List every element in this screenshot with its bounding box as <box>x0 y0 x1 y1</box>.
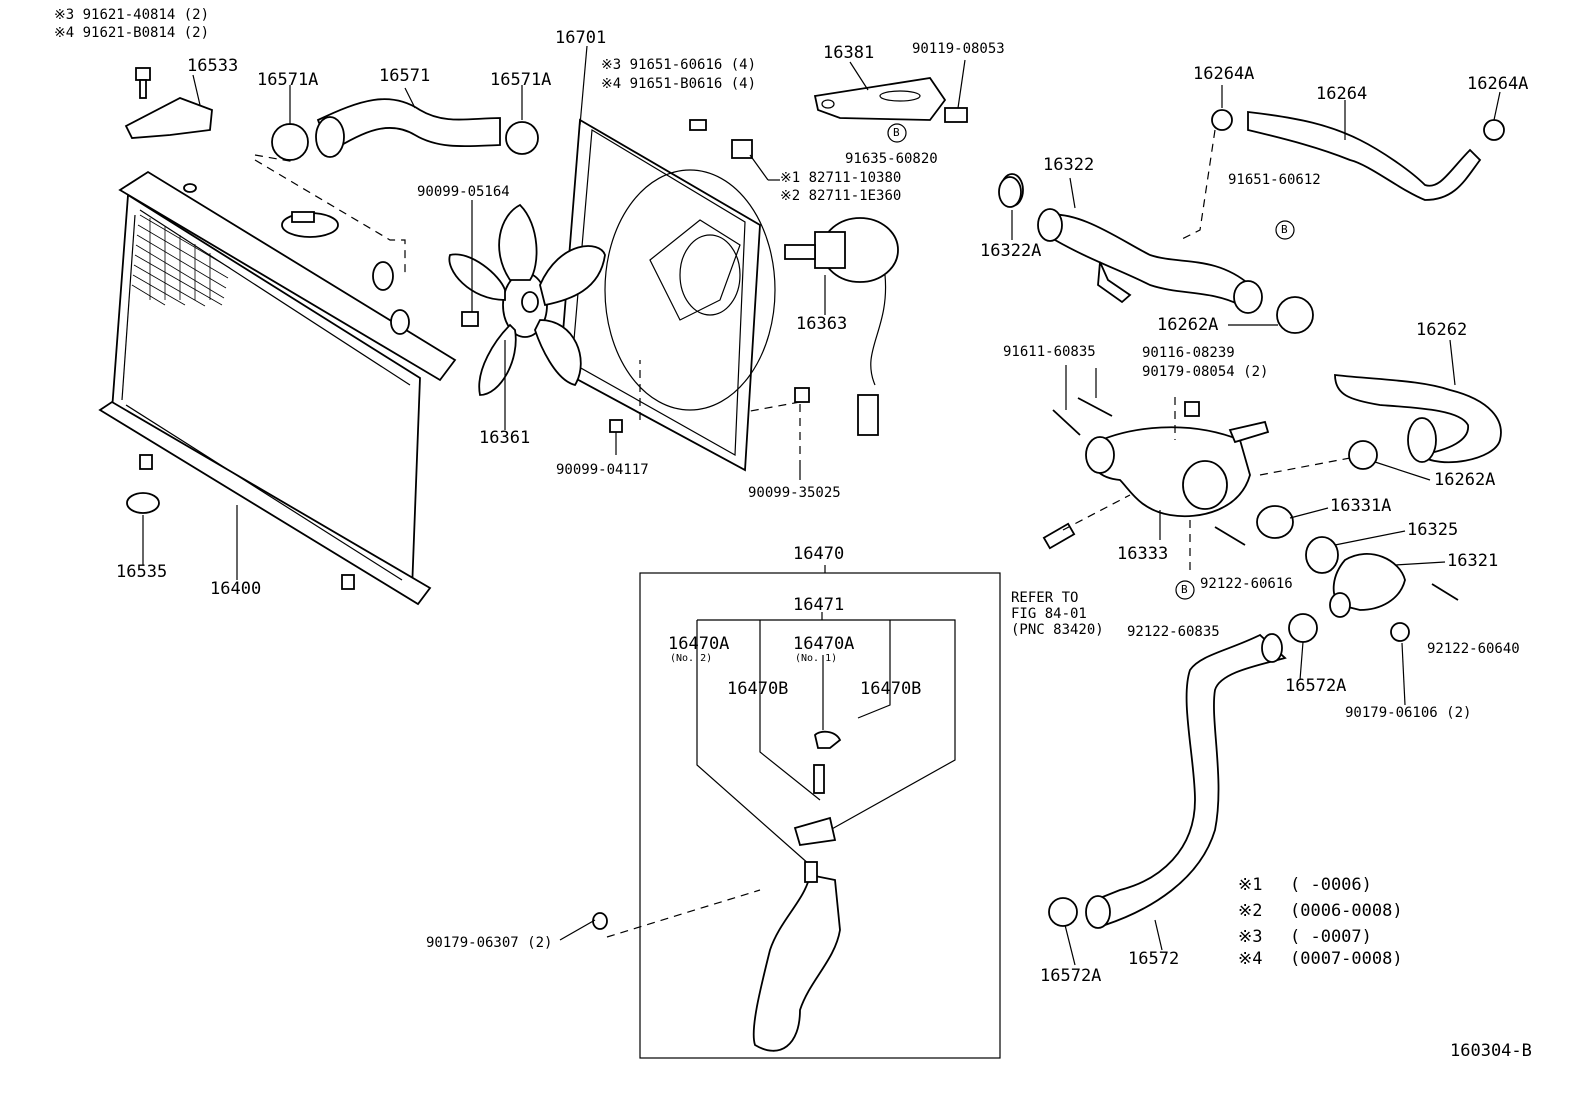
label-16321: 16321 <box>1447 551 1499 571</box>
clamp-16572a-top <box>1288 613 1318 643</box>
label-90179-06307: 90179-06307 (2) <box>426 935 553 951</box>
label-16325: 16325 <box>1407 520 1459 540</box>
label-16470a-no2: 16470A <box>668 634 730 654</box>
leader-lines <box>142 45 1501 966</box>
legend-mark-3: ※3 <box>1238 927 1263 947</box>
legend-range-4: (0007-0008) <box>1290 949 1403 969</box>
label-92122-60835: 92122-60835 <box>1127 624 1220 640</box>
label-90179-08054: 90179-08054 (2) <box>1142 364 1269 380</box>
label-91611-60835: 91611-60835 <box>1003 344 1096 360</box>
hose-16571-drawing <box>271 98 539 161</box>
label-16381: 16381 <box>823 43 875 63</box>
relay-82711 <box>731 139 753 159</box>
clamp-16572a-bottom <box>1048 897 1078 927</box>
label-refer-fig: FIG 84-01 <box>1011 606 1087 622</box>
bolt-marker-b-3: B <box>1181 583 1188 596</box>
fan-shroud-drawing <box>559 118 776 472</box>
label-16264a-left: 16264A <box>1193 64 1255 84</box>
label-16322a: 16322A <box>980 241 1042 261</box>
thermostat-16331a-drawing <box>1256 505 1294 539</box>
fan-motor-drawing <box>784 217 899 436</box>
legend-mark-4: ※4 <box>1238 949 1263 969</box>
label-16471: 16471 <box>793 595 845 615</box>
label-16572a-right: 16572A <box>1285 676 1347 696</box>
label-82711-10380: ※1 82711-10380 <box>780 170 902 186</box>
label-91621-b0814: ※4 91621-B0814 (2) <box>54 25 210 41</box>
label-refer-pnc: (PNC 83420) <box>1011 622 1104 638</box>
legend-range-3: ( -0007) <box>1290 927 1372 947</box>
label-82711-1e360: ※2 82711-1E360 <box>780 188 902 204</box>
legend-mark-1: ※1 <box>1238 875 1263 895</box>
pipe-16322-drawing <box>1000 173 1263 314</box>
bolt-marker-b-1: B <box>893 126 900 139</box>
label-16701: 16701 <box>555 28 607 48</box>
label-16262: 16262 <box>1416 320 1468 340</box>
label-16470a-no1: 16470A <box>793 634 855 654</box>
legend-range-1: ( -0006) <box>1290 875 1372 895</box>
label-92122-60640: 92122-60640 <box>1427 641 1520 657</box>
label-16533: 16533 <box>187 56 239 76</box>
bracket-16381-drawing <box>813 77 968 123</box>
label-92122-60616: 92122-60616 <box>1200 576 1293 592</box>
label-16572a-bottom: 16572A <box>1040 966 1102 986</box>
label-16331a: 16331A <box>1330 496 1392 516</box>
label-91651-60616: ※3 91651-60616 (4) <box>601 57 757 73</box>
legend-mark-2: ※2 <box>1238 901 1263 921</box>
bolt-marker-b-2: B <box>1281 223 1288 236</box>
label-16571: 16571 <box>379 66 431 86</box>
label-16535: 16535 <box>116 562 168 582</box>
label-91635-60820: 91635-60820 <box>845 151 938 167</box>
label-16400: 16400 <box>210 579 262 599</box>
bolt-marker-group <box>887 123 1295 600</box>
nut-90099-05164 <box>461 311 479 327</box>
label-refer-to: REFER TO <box>1011 590 1079 606</box>
label-16262a-top: 16262A <box>1157 315 1219 335</box>
label-no1: (No. 1) <box>795 653 838 664</box>
label-16363: 16363 <box>796 314 848 334</box>
label-no2: (No. 2) <box>670 653 713 664</box>
label-16470b-left: 16470B <box>727 679 789 699</box>
label-16470: 16470 <box>793 544 845 564</box>
label-16470b-right: 16470B <box>860 679 922 699</box>
sensor-drawing <box>1042 522 1076 550</box>
label-90116-08239: 90116-08239 <box>1142 345 1235 361</box>
bolt-91651 <box>689 119 707 131</box>
label-91651-60612: 91651-60612 <box>1228 172 1321 188</box>
nut-90179-06106 <box>1390 622 1410 642</box>
clamp-16262a-top <box>1276 296 1314 334</box>
label-90119-08053: 90119-08053 <box>912 41 1005 57</box>
label-90099-05164: 90099-05164 <box>417 184 510 200</box>
label-90099-04117: 90099-04117 <box>556 462 649 478</box>
clip-90099-35025 <box>794 387 810 403</box>
label-16262a-bottom: 16262A <box>1434 470 1496 490</box>
label-16333: 16333 <box>1117 544 1169 564</box>
clamp-16262a-bottom <box>1348 440 1378 470</box>
label-90099-35025: 90099-35025 <box>748 485 841 501</box>
label-16264: 16264 <box>1316 84 1368 104</box>
label-16571a-right: 16571A <box>490 70 552 90</box>
label-90179-06106: 90179-06106 (2) <box>1345 705 1472 721</box>
radiator-drawing <box>98 170 457 606</box>
clip-16533-drawing <box>124 67 213 139</box>
label-16572: 16572 <box>1128 949 1180 969</box>
figure-id: 160304-B <box>1450 1041 1532 1061</box>
label-16322: 16322 <box>1043 155 1095 175</box>
label-16264a-right: 16264A <box>1467 74 1529 94</box>
reservoir-16470-drawing <box>592 730 842 1052</box>
fan-16361-drawing <box>448 203 606 396</box>
hose-16572-drawing <box>1085 633 1287 929</box>
water-outlet-16333-drawing <box>1085 401 1270 518</box>
label-16571a-left: 16571A <box>257 70 319 90</box>
legend-range-2: (0006-0008) <box>1290 901 1403 921</box>
hose-16262-drawing <box>1334 373 1502 464</box>
bolt-90099-04117 <box>609 419 623 433</box>
label-91651-b0616: ※4 91651-B0616 (4) <box>601 76 757 92</box>
label-91621-40814: ※3 91621-40814 (2) <box>54 7 210 23</box>
reservoir-box <box>639 572 1001 1059</box>
gasket-16325-drawing <box>1305 536 1339 574</box>
label-16361: 16361 <box>479 428 531 448</box>
water-inlet-16321-drawing <box>1332 553 1406 611</box>
drain-plug-16535 <box>126 492 160 514</box>
